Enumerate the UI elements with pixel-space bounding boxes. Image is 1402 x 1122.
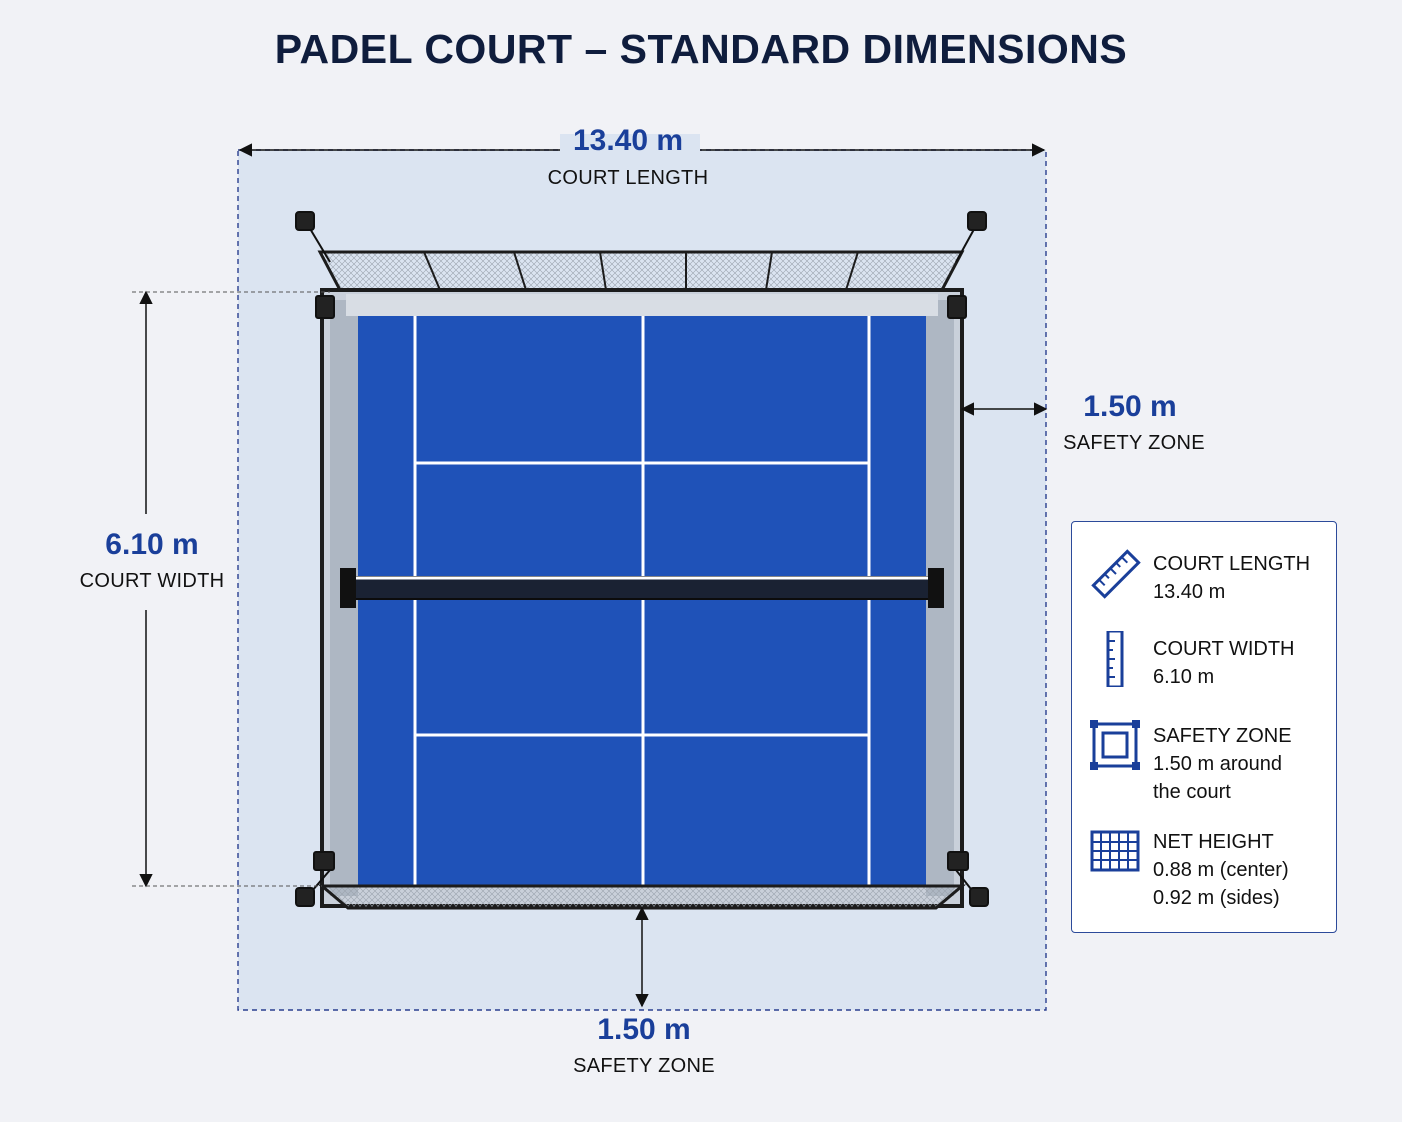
legend-net-title: NET HEIGHT [1153,831,1274,853]
net-post-left [340,568,356,608]
safety-bottom-value: 1.50 m [597,1013,691,1046]
court-lines [413,316,871,886]
length-value: 13.40 m [572,124,684,157]
bottom-fence-mesh [317,884,967,910]
top-fence-mesh [317,250,965,292]
legend-safety-line2: the court [1153,781,1231,803]
safety-side-value: 1.50 m [1083,390,1177,423]
glass-wall-top [346,294,938,316]
legend-safety-title: SAFETY ZONE [1153,725,1292,747]
legend-safety-line1: 1.50 m around [1153,753,1282,775]
width-value: 6.10 m [105,528,199,561]
safety-side-label: SAFETY ZONE [1063,432,1205,454]
vertical-ruler-icon [1106,631,1124,687]
legend-net-sides: 0.92 m (sides) [1153,887,1280,909]
legend-panel: COURT LENGTH 13.40 m COURT WIDTH 6.10 m [1071,521,1337,933]
fence-posts [423,251,859,291]
net [345,576,939,600]
net-post-right [928,568,944,608]
safety-zone-icon [1090,720,1140,770]
legend-length-value: 13.40 m [1153,581,1226,603]
net-icon [1090,830,1140,872]
ruler-icon [1091,549,1141,599]
floodlights [295,211,989,907]
legend-width-value: 6.10 m [1153,666,1215,688]
length-label: COURT LENGTH [547,167,709,189]
legend-length-title: COURT LENGTH [1153,553,1311,575]
legend-net-center: 0.88 m (center) [1153,859,1289,881]
safety-bottom-label: SAFETY ZONE [573,1055,715,1077]
page-title: PADEL COURT – STANDARD DIMENSIONS [274,26,1128,72]
width-label: COURT WIDTH [79,570,225,592]
legend-width-title: COURT WIDTH [1153,638,1295,660]
